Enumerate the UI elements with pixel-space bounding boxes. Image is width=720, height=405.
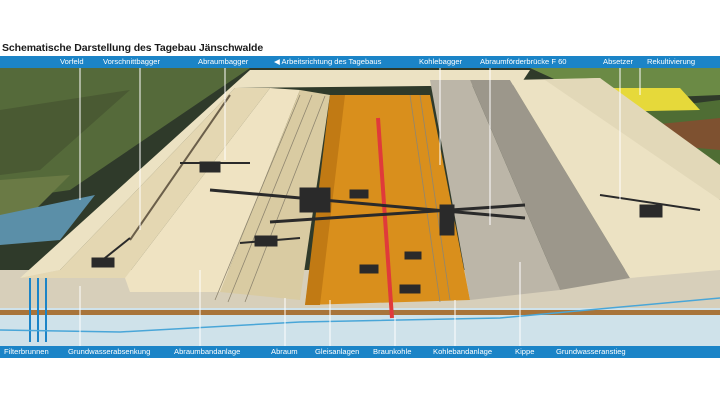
abraumbagger-machine [180,161,301,247]
label-abraumfoerderbruecke: Abraumförderbrücke F 60 [480,57,567,66]
leader-lines [79,68,641,346]
coal-floor [305,95,470,305]
bottom-label-bar: Filterbrunnen Grundwasserabsenkung Abrau… [0,346,720,358]
label-grundwasseranstieg: Grundwasseranstieg [556,347,626,356]
vorfeld-surface [20,70,530,278]
label-filterbrunnen: Filterbrunnen [4,347,49,356]
spoil-slope [430,80,560,300]
coal-seam-section [0,310,720,315]
label-abraum: Abraum [271,347,298,356]
label-abraumbandanlage: Abraumbandanlage [174,347,241,356]
kohlebagger-machine [349,189,422,294]
absetzer-machine [599,194,701,218]
label-kippe: Kippe [515,347,535,356]
spoil-slope-2 [470,80,630,290]
excavators [91,161,701,294]
track-lines [214,94,451,303]
label-kohlebandanlage: Kohlebandanlage [433,347,493,356]
pre-cut-bench [20,88,270,278]
kippe-plateau [545,78,720,200]
label-arbeitsrichtung: ◀ Arbeitsrichtung des Tagebaus [274,57,382,66]
kippe-surface [510,78,720,278]
lake [0,195,95,245]
label-absetzer: Absetzer [603,57,633,66]
coal-conveyor-belt [376,117,394,319]
label-gleisanlagen: Gleisanlagen [315,347,360,356]
diagram-title: Schematische Darstellung des Tagebau Jän… [2,42,264,54]
label-abraumbagger: Abraumbagger [198,57,249,66]
open-pit-mine-scene [0,68,720,346]
vorschnittbagger-machine [91,237,131,268]
label-grundwasserabsenkung: Grundwasserabsenkung [68,347,151,356]
label-braunkohle: Braunkohle [373,347,412,356]
label-rekultivierung: Rekultivierung [647,57,696,66]
label-vorfeld: Vorfeld [60,57,84,66]
top-label-bar: Vorfeld Vorschnittbagger Abraumbagger ◀ … [0,56,720,68]
label-vorschnittbagger: Vorschnittbagger [103,57,160,66]
label-kohlebagger: Kohlebagger [419,57,463,66]
overburden-conveyor [129,94,231,241]
landscape-forest-left [0,68,250,220]
f60-bridge [209,187,526,236]
